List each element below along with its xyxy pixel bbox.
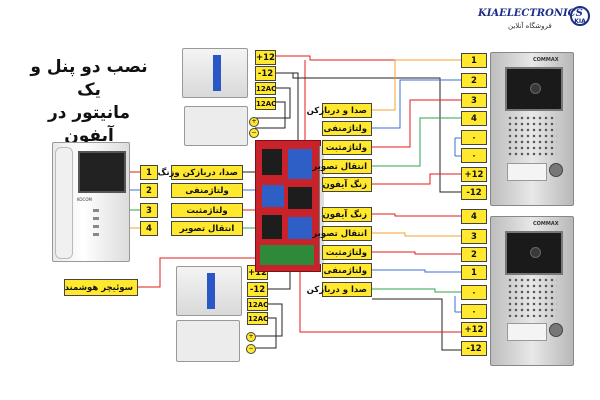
monitor-button-1[interactable] [93,209,99,212]
bottom-psu-label-strip [207,273,215,309]
bottom-psu-terminal-minus12: -12 [247,282,268,297]
smart-switcher-label: سوئیچر هوشمند [64,279,138,296]
top-panel-terminal-1: 1 [461,53,487,68]
top-camera-lens-icon [530,83,541,94]
monitor-terminal-3: 3 [140,203,158,218]
switcher-connector [319,146,324,264]
monitor-label-audio: صدا، دربازکن وزنگ [158,165,243,180]
bottom-ground-icon-2: − [246,344,256,354]
top-panel-brand: COMMAX [533,57,559,63]
bottom-panel-terminal-plus12: +12 [461,322,487,337]
switcher-board [255,140,321,272]
bottom-panel-camera [505,231,563,275]
monitor-terminal-2: 2 [140,183,158,198]
monitor-label-video: انتقال تصویر [171,221,243,236]
top-panel-camera [505,67,563,111]
top-panel-terminal-5: ۰ [461,130,487,145]
top-door-panel: COMMAX [490,52,574,206]
logo-badge: KIA [570,6,590,26]
bottom-panel-terminal-3: 2 [461,247,487,262]
logo-brand-text: KIAELECTRONICS [478,8,583,19]
relay-6 [288,217,312,239]
switcher-bottom-label-3: ولتاژمثبت [322,245,372,260]
top-panel-wires [372,59,465,185]
top-ground-icon-2: − [249,128,259,138]
top-psu-terminal-ac2: 12AC [255,97,276,110]
switcher-top-label-1: صدا و دربازکن [307,103,372,118]
top-panel-speaker-grille [507,115,557,157]
bottom-panel-terminal-minus12: -12 [461,341,487,356]
bottom-panel-terminal-5: ۰ [461,285,487,300]
switcher-top-label-2: ولتاژمنفی [322,121,372,136]
indoor-monitor: KOCOM [52,142,130,262]
bottom-panel-terminal-1: 4 [461,209,487,224]
bottom-panel-name-plate [507,323,547,341]
relay-3 [262,185,284,207]
top-psu-terminal-ac1: 12AC [255,82,276,95]
top-psu-label-strip [213,55,221,91]
top-panel-call-button[interactable] [549,163,563,177]
switcher-bottom-label-2: انتقال تصویر [312,226,372,241]
bottom-psu-terminal-ac1: 12AC [247,298,268,311]
top-psu-terminal-minus12: -12 [255,66,276,81]
relay-1 [262,149,282,175]
monitor-label-positive: ولتاژمثبت [171,203,243,218]
bottom-panel-terminal-2: 3 [461,229,487,244]
logo-badge-text: KIA [574,18,586,25]
bottom-panel-brand: COMMAX [533,221,559,227]
title-line-1: نصب دو پنل و یک [30,57,148,100]
monitor-screen [78,151,126,193]
brand-logo: KIAELECTRONICS فروشگاه آنلاین KIA [478,6,590,36]
monitor-label-negative: ولتاژمنفی [171,183,243,198]
top-panel-terminal-4: 4 [461,111,487,126]
top-power-wires [255,55,465,193]
switcher-top-label-4: انتقال تصویر [312,159,372,174]
bottom-panel-call-button[interactable] [549,323,563,337]
switcher-bottom-label-1: زنگ آیفون [322,207,372,222]
top-panel-terminal-6: ۰ [461,148,487,163]
bottom-door-panel: COMMAX [490,216,574,366]
relay-2 [288,149,312,179]
switcher-wire [138,257,256,288]
monitor-handset [55,147,73,259]
monitor-button-3[interactable] [93,225,99,228]
switcher-top-label-5: زنگ آیفون [322,177,372,192]
bottom-panel-terminal-4: 1 [461,265,487,280]
bottom-panel-speaker-grille [507,277,557,317]
top-panel-terminal-2: 2 [461,73,487,88]
switcher-bottom-label-4: ولتاژمنفی [322,263,372,278]
top-psu-terminal-plus12: +12 [255,50,276,65]
monitor-button-2[interactable] [93,217,99,220]
switcher-bottom-label-5: صدا و دربازکن [307,282,372,297]
top-panel-terminal-minus12: -12 [461,185,487,200]
monitor-button-4[interactable] [93,233,99,236]
logo-subtitle: فروشگاه آنلاین [508,22,552,30]
bottom-transformer [176,320,240,362]
top-panel-terminal-3: 3 [461,93,487,108]
top-transformer [184,106,248,146]
top-ground-icon-1: + [249,117,259,127]
terminal-block [260,245,314,265]
monitor-terminal-4: 4 [140,221,158,236]
bottom-panel-wires [299,213,465,351]
bottom-power-supply [176,266,242,316]
switcher-top-label-3: ولتاژمثبت [322,140,372,155]
bottom-camera-lens-icon [530,247,541,258]
bottom-psu-terminal-ac2: 12AC [247,312,268,325]
relay-5 [262,215,282,239]
top-panel-name-plate [507,163,547,181]
bottom-ground-icon-1: + [246,332,256,342]
top-power-supply [182,48,248,98]
monitor-brand: KOCOM [77,197,92,202]
bottom-panel-terminal-6: ۰ [461,304,487,319]
title-line-2: مانیتور در آیفون [47,103,131,146]
top-panel-terminal-plus12: +12 [461,167,487,182]
monitor-terminal-1: 1 [140,165,158,180]
relay-4 [288,187,312,209]
